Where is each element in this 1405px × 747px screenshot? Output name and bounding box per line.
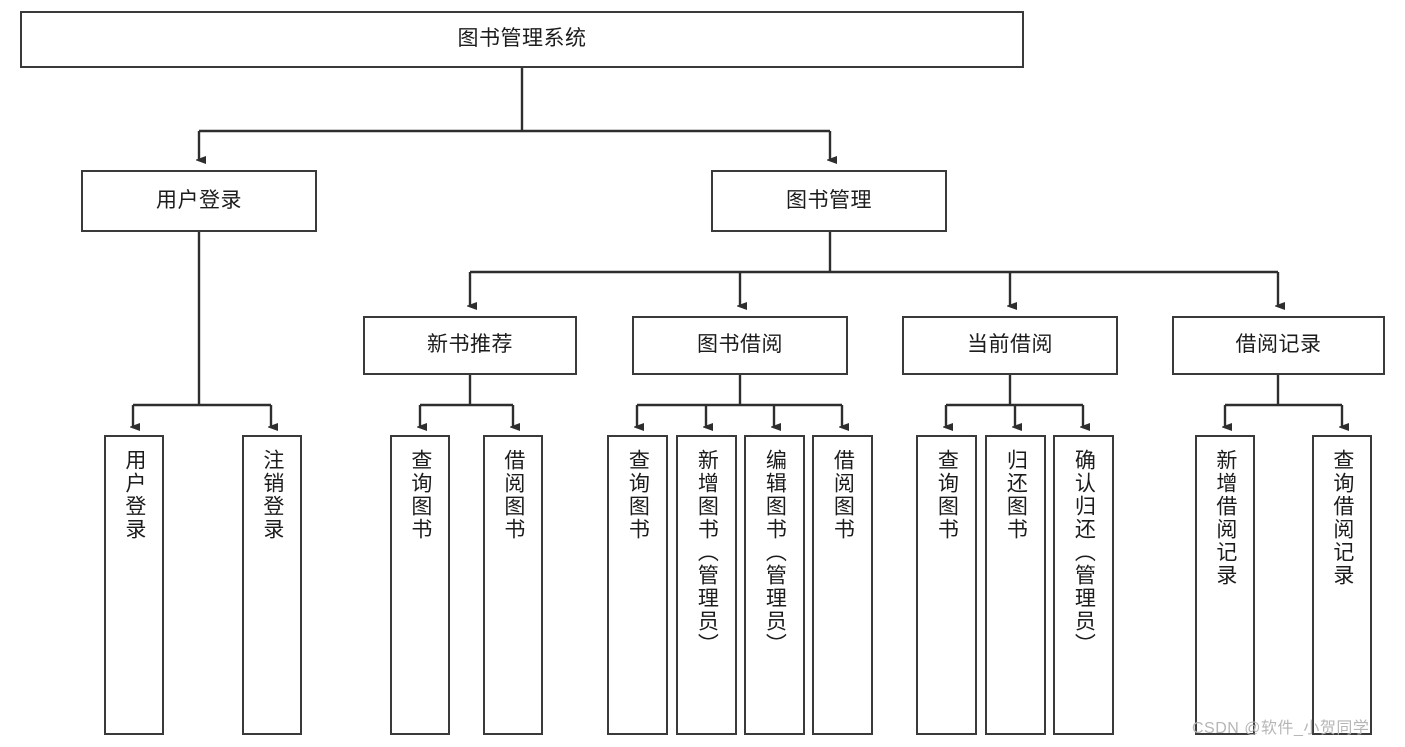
node-label: 借阅记录 (1235, 333, 1322, 357)
node-label: 用户登录 (156, 188, 242, 212)
node-label: 图书管理系统 (457, 27, 587, 51)
node-label: 用户登录 (122, 449, 146, 541)
node-leaf-query-book-2[interactable]: 查询图书 (607, 435, 668, 735)
node-label: 图书管理 (786, 188, 872, 212)
node-leaf-user-login[interactable]: 用户登录 (104, 435, 164, 735)
node-label: 查询图书 (408, 449, 432, 541)
node-leaf-query-book-1[interactable]: 查询图书 (390, 435, 450, 735)
node-current-borrow[interactable]: 当前借阅 (902, 316, 1118, 375)
node-label: 当前借阅 (967, 333, 1053, 357)
node-user-login[interactable]: 用户登录 (81, 170, 317, 232)
node-label: 借阅图书 (501, 449, 525, 541)
node-label: 查询借阅记录 (1330, 449, 1354, 587)
node-leaf-borrow-book-2[interactable]: 借阅图书 (812, 435, 873, 735)
node-label: 新增图书（管理员） (695, 449, 719, 656)
node-label: 新增借阅记录 (1213, 449, 1237, 587)
node-root[interactable]: 图书管理系统 (20, 11, 1024, 68)
node-leaf-logout[interactable]: 注销登录 (242, 435, 302, 735)
node-label: 查询图书 (626, 449, 650, 541)
node-label: 归还图书 (1004, 449, 1028, 541)
node-leaf-query-record[interactable]: 查询借阅记录 (1312, 435, 1372, 735)
watermark: CSDN @软件_小贺同学 (1192, 720, 1370, 737)
node-new-book-recommend[interactable]: 新书推荐 (363, 316, 577, 375)
node-leaf-borrow-book-1[interactable]: 借阅图书 (483, 435, 543, 735)
node-book-management[interactable]: 图书管理 (711, 170, 947, 232)
node-borrow-record[interactable]: 借阅记录 (1172, 316, 1385, 375)
node-leaf-edit-book[interactable]: 编辑图书（管理员） (744, 435, 805, 735)
node-label: 查询图书 (935, 449, 959, 541)
node-label: 编辑图书（管理员） (763, 449, 787, 656)
node-label: 图书借阅 (697, 333, 783, 357)
node-leaf-add-book[interactable]: 新增图书（管理员） (676, 435, 737, 735)
node-leaf-add-record[interactable]: 新增借阅记录 (1195, 435, 1255, 735)
node-label: 注销登录 (260, 449, 284, 541)
node-leaf-query-book-3[interactable]: 查询图书 (916, 435, 977, 735)
node-book-borrow[interactable]: 图书借阅 (632, 316, 848, 375)
node-label: 确认归还（管理员） (1072, 449, 1096, 656)
node-label: 新书推荐 (427, 333, 513, 357)
node-leaf-return-book[interactable]: 归还图书 (985, 435, 1046, 735)
node-label: 借阅图书 (831, 449, 855, 541)
node-leaf-confirm-return[interactable]: 确认归还（管理员） (1053, 435, 1114, 735)
